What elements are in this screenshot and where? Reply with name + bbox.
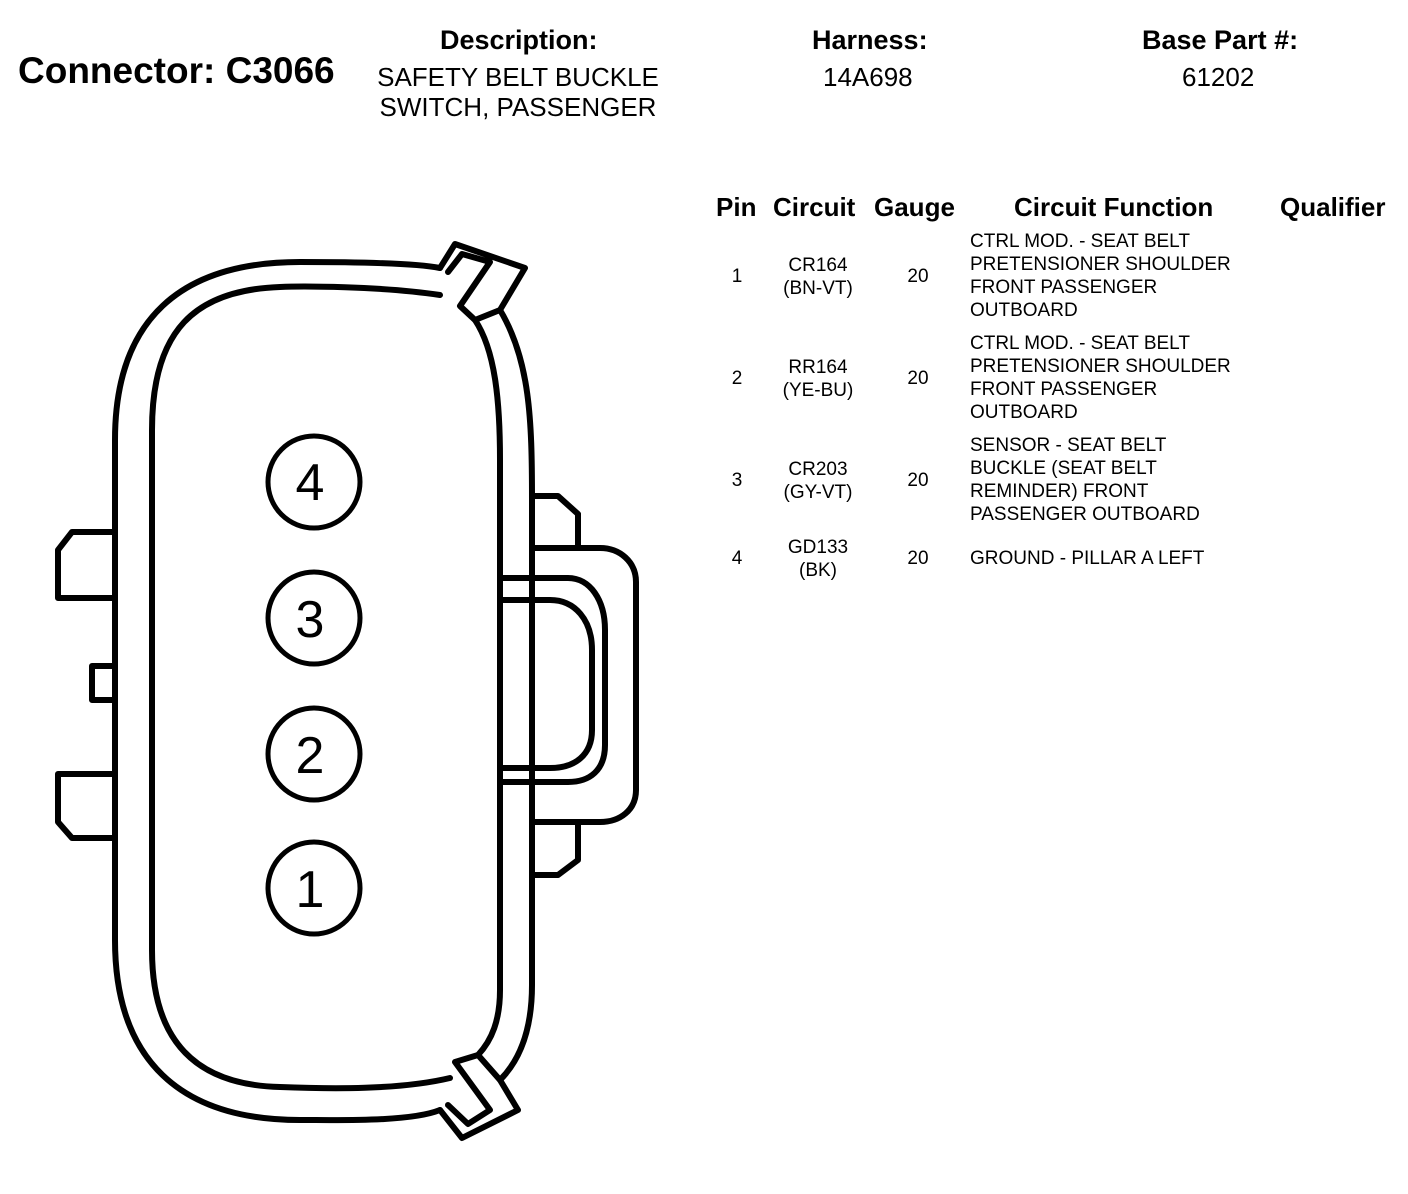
function-line: OUTBOARD — [970, 402, 1078, 423]
row-circuit: RR164 (YE-BU) — [768, 356, 868, 402]
description-value: SAFETY BELT BUCKLE SWITCH, PASSENGER — [368, 62, 668, 122]
header-qualifier: Qualifier — [1280, 192, 1386, 222]
pin-1-circle — [265, 839, 363, 937]
function-line: SENSOR - SEAT BELT — [970, 435, 1167, 456]
pin-2-circle — [265, 705, 363, 803]
base-part-value: 61202 — [1182, 62, 1255, 92]
function-line: GROUND - PILLAR A LEFT — [970, 548, 1205, 569]
base-part-label: Base Part #: — [1142, 25, 1299, 55]
left-tab-lower — [55, 771, 118, 841]
circuit-code: CR203 — [788, 459, 848, 480]
row-gauge: 20 — [907, 470, 929, 491]
header-circuit: Circuit — [773, 192, 856, 222]
circuit-code: RR164 — [788, 357, 848, 378]
row-circuit: GD133 (BK) — [768, 536, 868, 582]
function-line: BUCKLE (SEAT BELT — [970, 458, 1157, 479]
function-line: REMINDER) FRONT — [970, 481, 1149, 502]
circuit-color: (BK) — [799, 560, 837, 581]
header-gauge: Gauge — [874, 192, 955, 222]
right-lock-inner — [497, 575, 608, 785]
pin-3-circle — [265, 569, 363, 667]
row-circuit: CR164 (BN-VT) — [768, 254, 868, 300]
row-pin: 3 — [731, 470, 743, 491]
right-lock-core — [497, 597, 595, 771]
function-line: PRETENSIONER SHOULDER — [970, 254, 1231, 275]
circuit-color: (GY-VT) — [783, 482, 853, 503]
function-line: PASSENGER OUTBOARD — [970, 504, 1200, 525]
pin-4-label: 4 — [296, 454, 325, 512]
housing-outer-right — [497, 307, 535, 1083]
function-line: CTRL MOD. - SEAT BELT — [970, 231, 1190, 252]
row-pin: 4 — [731, 548, 743, 569]
housing-outer-outline — [112, 259, 443, 1124]
circuit-color: (BN-VT) — [783, 278, 853, 299]
circuit-code: GD133 — [787, 537, 849, 558]
connector-face-diagram: 4 3 2 1 — [55, 241, 639, 1141]
connector-title: Connector: C3066 — [18, 50, 335, 91]
circuit-code: CR164 — [788, 255, 848, 276]
right-lock-outer — [529, 545, 639, 825]
row-pin: 2 — [731, 368, 743, 389]
header-circuit-function: Circuit Function — [1014, 192, 1214, 222]
description-label: Description: — [440, 25, 598, 55]
row-function: CTRL MOD. - SEAT BELT PRETENSIONER SHOUL… — [970, 230, 1231, 322]
pin-3-label: 3 — [296, 591, 325, 649]
right-lock-rail-top — [529, 493, 581, 551]
circuit-color: (YE-BU) — [782, 380, 854, 401]
description-line-1: SAFETY BELT BUCKLE — [377, 62, 659, 92]
left-tab-upper — [55, 529, 118, 601]
row-pin: 1 — [731, 266, 743, 287]
row-gauge: 20 — [907, 368, 929, 389]
row-gauge: 20 — [907, 548, 929, 569]
top-latch — [437, 241, 528, 323]
pin-2-label: 2 — [296, 727, 325, 785]
function-line: OUTBOARD — [970, 300, 1078, 321]
function-line: FRONT PASSENGER — [970, 379, 1158, 400]
housing-inner-right — [472, 317, 503, 1058]
housing-inner-outline — [149, 283, 453, 1092]
left-tab-middle — [89, 663, 118, 703]
row-function: SENSOR - SEAT BELT BUCKLE (SEAT BELT REM… — [970, 434, 1200, 526]
description-line-2: SWITCH, PASSENGER — [379, 92, 657, 122]
harness-label: Harness: — [812, 25, 928, 55]
row-function: CTRL MOD. - SEAT BELT PRETENSIONER SHOUL… — [970, 332, 1231, 424]
header-pin: Pin — [716, 192, 757, 222]
pin-4-circle — [265, 433, 363, 531]
row-circuit: CR203 (GY-VT) — [768, 458, 868, 504]
harness-value: 14A698 — [823, 62, 913, 92]
right-lock-rail-bottom — [529, 819, 581, 878]
bottom-latch — [437, 1052, 521, 1141]
function-line: PRETENSIONER SHOULDER — [970, 356, 1231, 377]
pin-1-label: 1 — [296, 861, 325, 919]
function-line: CTRL MOD. - SEAT BELT — [970, 333, 1190, 354]
row-function: GROUND - PILLAR A LEFT — [970, 547, 1204, 570]
function-line: FRONT PASSENGER — [970, 277, 1158, 298]
row-gauge: 20 — [907, 266, 929, 287]
